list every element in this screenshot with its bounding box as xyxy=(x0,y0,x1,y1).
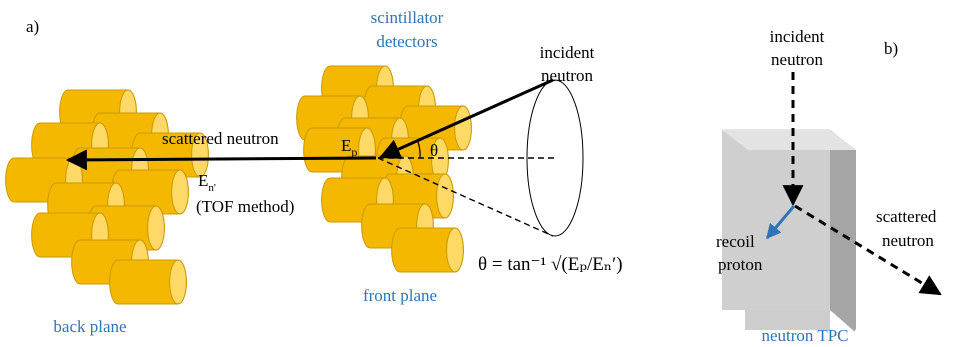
tpc-scattered-label-line1: scattered xyxy=(876,207,937,226)
neutron-tpc-label: neutron TPC xyxy=(761,326,849,345)
incident-neutron-label-line2: neutron xyxy=(541,66,593,85)
incident-neutron-arrow xyxy=(379,78,554,159)
scattered-neutron-arrow xyxy=(65,149,377,171)
theta-arc-icon xyxy=(417,141,421,159)
front-cylinder xyxy=(391,227,464,273)
back-cylinder xyxy=(131,132,209,178)
back-cylinder xyxy=(109,259,187,305)
tpc-scattered-neutron-arrow xyxy=(794,204,942,296)
theta-formula: θ = tan⁻¹ √(Eₚ/Eₙ′) xyxy=(478,254,623,275)
tof-method-label: (TOF method) xyxy=(196,197,295,216)
incident-neutron-label-line1: incident xyxy=(539,43,595,62)
recoil-proton-label-line2: proton xyxy=(718,255,763,274)
scintillator-label-line1: scintillator xyxy=(370,8,444,27)
neutron-tpc-box xyxy=(720,129,857,332)
tpc-incident-label-line1: incident xyxy=(769,27,825,46)
scattered-neutron-label: scattered neutron xyxy=(162,129,279,148)
recoil-proton-arrow xyxy=(765,205,796,240)
theta-label: θ xyxy=(430,141,439,160)
scintillator-label-line2: detectors xyxy=(376,32,438,51)
recoil-proton-label-line1: recoil xyxy=(716,232,755,251)
tpc-scattered-label-line2: neutron xyxy=(882,231,934,250)
front-plane-label: front plane xyxy=(362,286,438,305)
tpc-incident-label-line2: neutron xyxy=(771,50,823,69)
front-plane-detector-cluster xyxy=(296,65,472,273)
panel-a-label: a) xyxy=(26,17,40,36)
back-plane-label: back plane xyxy=(53,317,127,336)
en-prime-label: En' xyxy=(198,171,216,194)
back-plane-detector-cluster xyxy=(5,89,209,305)
panel-b-label: b) xyxy=(884,39,899,58)
ep-label: Ep xyxy=(341,136,358,159)
back-cylinder xyxy=(111,169,189,215)
